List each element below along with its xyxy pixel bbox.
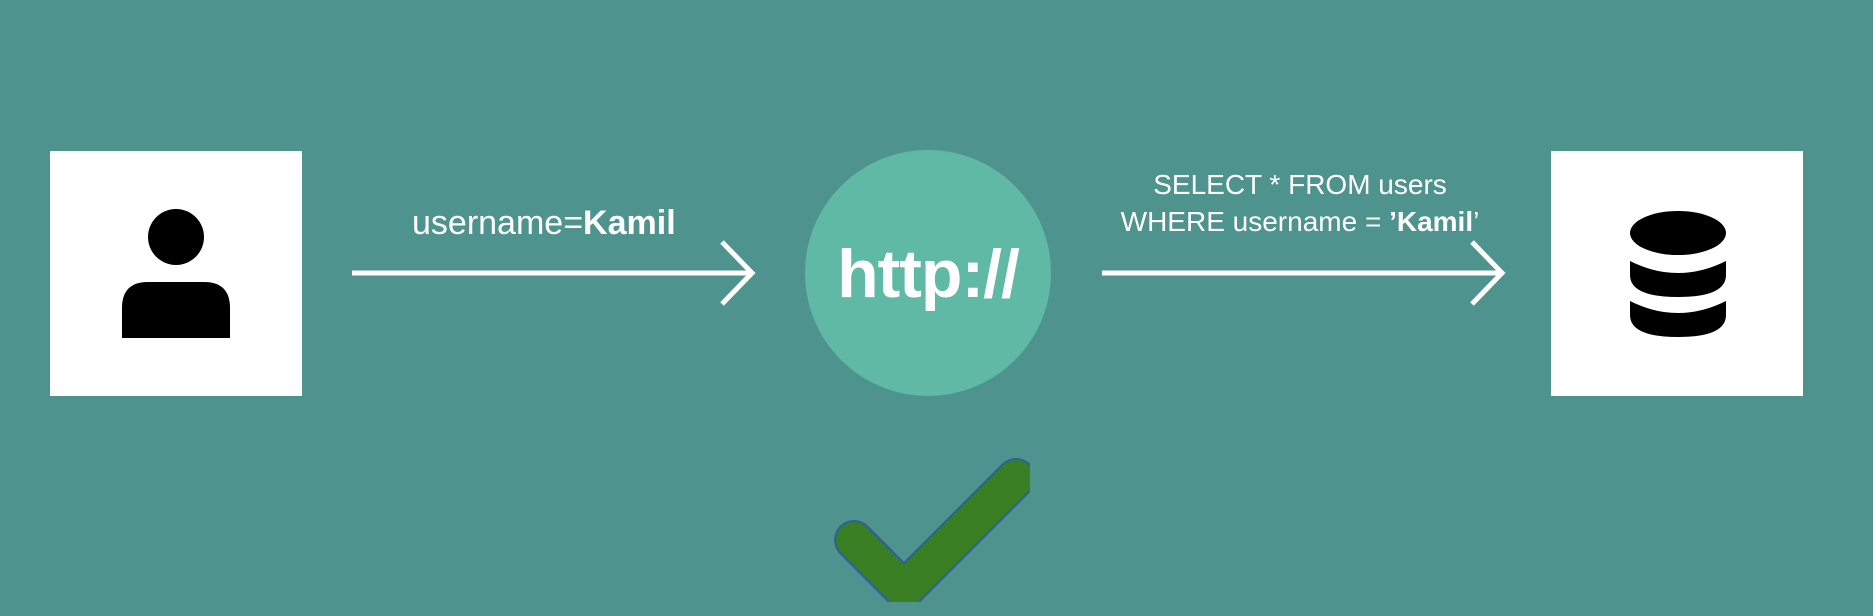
query-caption: SELECT * FROM users WHERE username = ’Ka… bbox=[1090, 166, 1510, 240]
request-arrow bbox=[352, 240, 756, 306]
server-node: http:// bbox=[805, 150, 1051, 396]
user-icon bbox=[122, 209, 230, 338]
request-caption: username=Kamil bbox=[412, 206, 676, 240]
request-param-value: Kamil bbox=[583, 204, 676, 242]
query-quote-open: ’ bbox=[1389, 206, 1397, 237]
user-panel bbox=[50, 151, 302, 396]
query-line-2: WHERE username = ’Kamil’ bbox=[1090, 203, 1510, 240]
query-line-2-prefix: WHERE username = bbox=[1120, 206, 1390, 237]
query-line-1: SELECT * FROM users bbox=[1153, 169, 1447, 200]
query-quote-close: ’ bbox=[1473, 206, 1480, 237]
checkmark-icon bbox=[834, 458, 1030, 602]
database-panel bbox=[1551, 151, 1803, 396]
query-arrow bbox=[1102, 240, 1506, 306]
query-value: Kamil bbox=[1396, 206, 1474, 237]
database-icon bbox=[1630, 211, 1726, 337]
request-param-name: username= bbox=[412, 204, 584, 242]
server-label: http:// bbox=[837, 236, 1020, 312]
